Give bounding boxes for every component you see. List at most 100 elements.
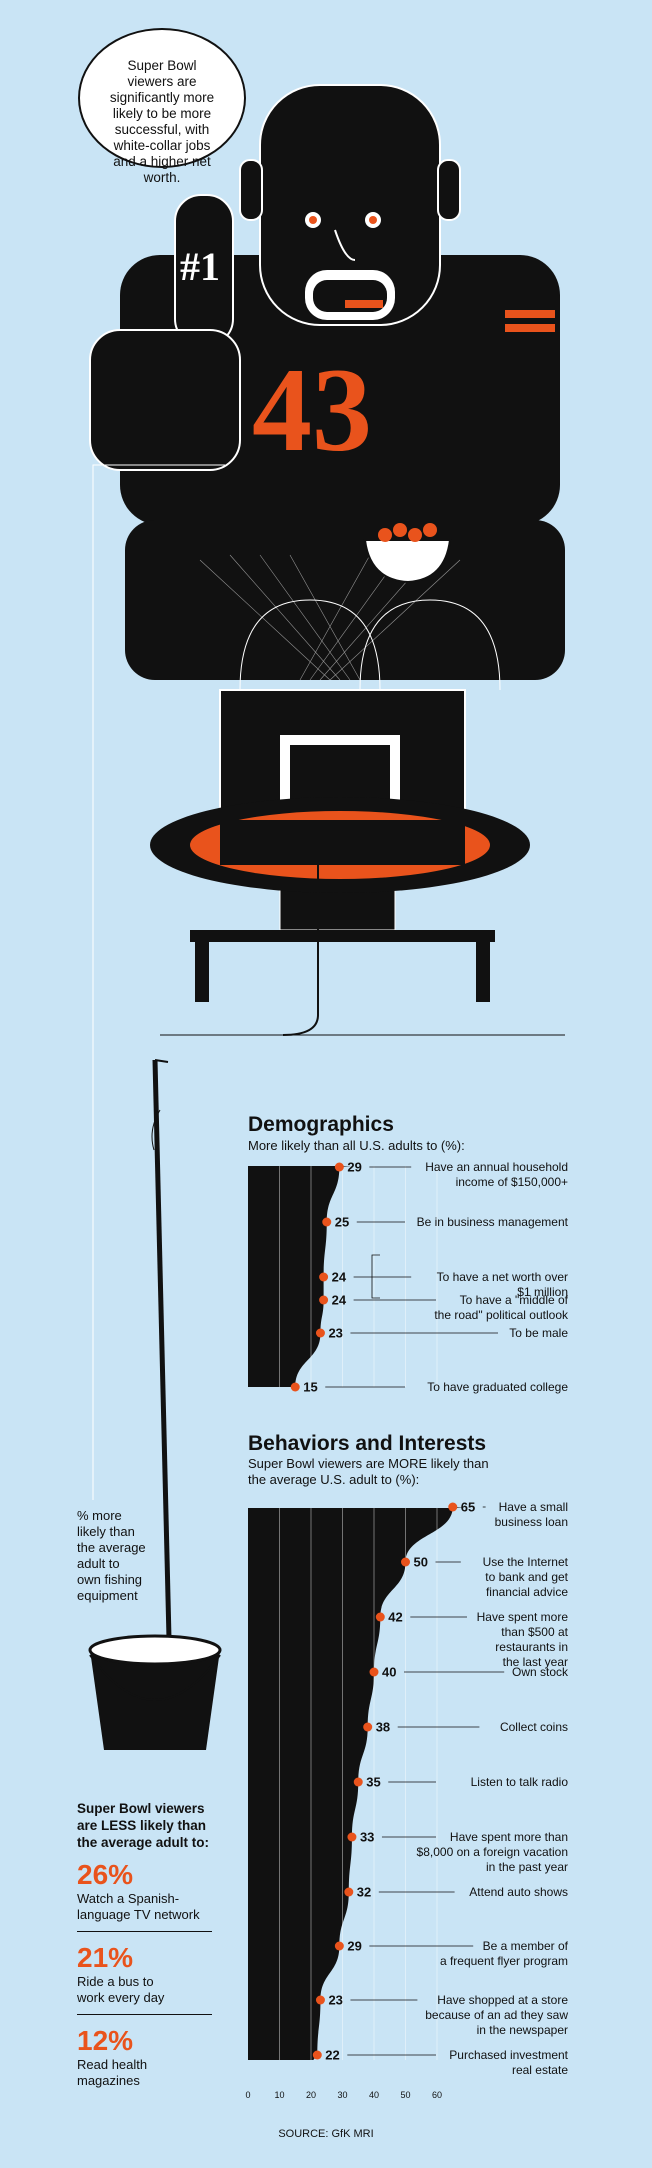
data-value: 40 bbox=[382, 1665, 396, 1680]
data-label: a frequent flyer program bbox=[440, 1954, 568, 1968]
data-point bbox=[363, 1722, 373, 1732]
data-point bbox=[315, 1328, 325, 1338]
data-label: than $500 at bbox=[501, 1625, 568, 1639]
data-point bbox=[344, 1887, 354, 1897]
jersey-number: 43 bbox=[252, 343, 372, 476]
intro-line: significantly more bbox=[109, 90, 215, 105]
subtitle-line: the average U.S. adult to (%): bbox=[248, 1472, 420, 1487]
fishing-rod bbox=[152, 1059, 173, 1681]
stat-item: 21% Ride a bus to work every day bbox=[77, 1942, 212, 2006]
intro-line: likely to be more bbox=[112, 106, 212, 121]
data-label: Collect coins bbox=[500, 1720, 568, 1734]
fishing-note: % more likely than the average adult to … bbox=[77, 1508, 146, 1604]
intro-line: Super Bowl bbox=[127, 58, 197, 73]
divider bbox=[77, 2014, 212, 2015]
data-value: 23 bbox=[328, 1993, 342, 2008]
intro-line: white-collar jobs bbox=[113, 138, 211, 153]
x-tick-label: 20 bbox=[306, 2090, 316, 2100]
stat-item: 26% Watch a Spanish- language TV network bbox=[77, 1859, 212, 1923]
snack-bowl bbox=[363, 523, 452, 584]
intro-bubble: Super Bowl viewers are significantly mor… bbox=[78, 28, 246, 185]
intro-line: viewers are bbox=[127, 74, 197, 89]
data-label: Listen to talk radio bbox=[471, 1775, 569, 1789]
data-point bbox=[312, 2050, 322, 2060]
data-point bbox=[315, 1995, 325, 2005]
data-value: 42 bbox=[388, 1610, 402, 1625]
fishing-note-line: adult to bbox=[77, 1556, 120, 1571]
data-label: business loan bbox=[495, 1515, 568, 1529]
x-tick-label: 50 bbox=[400, 2090, 410, 2100]
fishing-note-line: likely than bbox=[77, 1524, 135, 1539]
heading-line: Super Bowl viewers bbox=[77, 1801, 205, 1816]
data-point bbox=[319, 1272, 329, 1282]
data-label: To have graduated college bbox=[427, 1380, 568, 1394]
table bbox=[190, 930, 495, 942]
fishing-note-line: % more bbox=[77, 1508, 122, 1523]
stat-value: 12% bbox=[77, 2025, 134, 2056]
data-label: Purchased investment bbox=[449, 2048, 568, 2062]
x-tick-label: 60 bbox=[432, 2090, 442, 2100]
stat-text: Watch a Spanish- bbox=[77, 1891, 180, 1906]
fan-illustration: 43 #1 bbox=[89, 84, 565, 1036]
data-label: income of $150,000+ bbox=[456, 1175, 568, 1189]
x-tick-label: 10 bbox=[274, 2090, 284, 2100]
intro-line: worth. bbox=[143, 170, 181, 185]
data-value: 50 bbox=[414, 1555, 428, 1570]
data-label: To have a "middle of bbox=[460, 1293, 569, 1307]
behaviors-subtitle: Super Bowl viewers are MORE likely than … bbox=[248, 1456, 489, 1488]
data-label: Have an annual household bbox=[425, 1160, 568, 1174]
stat-item: 12% Read health magazines bbox=[77, 2025, 212, 2089]
stat-text: Read health bbox=[77, 2057, 148, 2072]
stat-value: 26% bbox=[77, 1859, 134, 1890]
data-label: Have shopped at a store bbox=[437, 1993, 568, 2007]
data-label: Use the Internet bbox=[483, 1555, 569, 1569]
data-label: to bank and get bbox=[485, 1570, 568, 1584]
x-tick-label: 40 bbox=[369, 2090, 379, 2100]
data-value: 24 bbox=[332, 1293, 347, 1308]
data-value: 29 bbox=[347, 1939, 361, 1954]
data-label: To be male bbox=[509, 1326, 568, 1340]
data-value: 32 bbox=[357, 1885, 371, 1900]
data-label: financial advice bbox=[486, 1585, 568, 1599]
data-label: Attend auto shows bbox=[469, 1885, 568, 1899]
intro-line: and a higher net bbox=[113, 154, 211, 169]
less-likely-heading: Super Bowl viewers are LESS likely than … bbox=[77, 1800, 212, 1851]
heading-line: the average adult to: bbox=[77, 1835, 210, 1850]
data-value: 33 bbox=[360, 1830, 374, 1845]
bracket bbox=[371, 1254, 380, 1299]
intro-line: successful, with bbox=[114, 122, 210, 137]
foam-finger-label: #1 bbox=[180, 244, 220, 289]
data-point bbox=[353, 1777, 363, 1787]
data-value: 29 bbox=[347, 1160, 361, 1175]
data-label: the road" political outlook bbox=[434, 1308, 569, 1322]
bucket bbox=[88, 1634, 222, 1750]
data-value: 25 bbox=[335, 1215, 349, 1230]
data-point bbox=[375, 1612, 385, 1622]
data-point bbox=[448, 1502, 458, 1512]
heading-line: are LESS likely than bbox=[77, 1818, 207, 1833]
data-label: because of an ad they saw bbox=[425, 2008, 568, 2022]
stat-text: work every day bbox=[77, 1990, 165, 2005]
data-label: real estate bbox=[512, 2063, 568, 2077]
data-value: 35 bbox=[366, 1775, 380, 1790]
data-value: 65 bbox=[461, 1500, 475, 1515]
stat-text: language TV network bbox=[77, 1907, 200, 1922]
data-point bbox=[401, 1557, 410, 1567]
stat-text: Ride a bus to bbox=[77, 1974, 154, 1989]
fishing-note-line: the average bbox=[77, 1540, 146, 1555]
x-tick-label: 0 bbox=[245, 2090, 250, 2100]
data-label: Be a member of bbox=[483, 1939, 569, 1953]
fishing-note-line: own fishing bbox=[77, 1572, 143, 1587]
data-label: $8,000 on a foreign vacation bbox=[417, 1845, 568, 1859]
data-label: Have a small bbox=[499, 1500, 568, 1514]
demographics-title: Demographics bbox=[248, 1113, 394, 1136]
data-point bbox=[369, 1667, 379, 1677]
data-value: 23 bbox=[328, 1326, 342, 1341]
data-value: 24 bbox=[332, 1270, 347, 1285]
behaviors-title: Behaviors and Interests bbox=[248, 1432, 487, 1455]
data-point bbox=[334, 1941, 344, 1951]
data-label: Have spent more bbox=[477, 1610, 569, 1624]
subtitle-line: Super Bowl viewers are MORE likely than bbox=[248, 1456, 489, 1471]
